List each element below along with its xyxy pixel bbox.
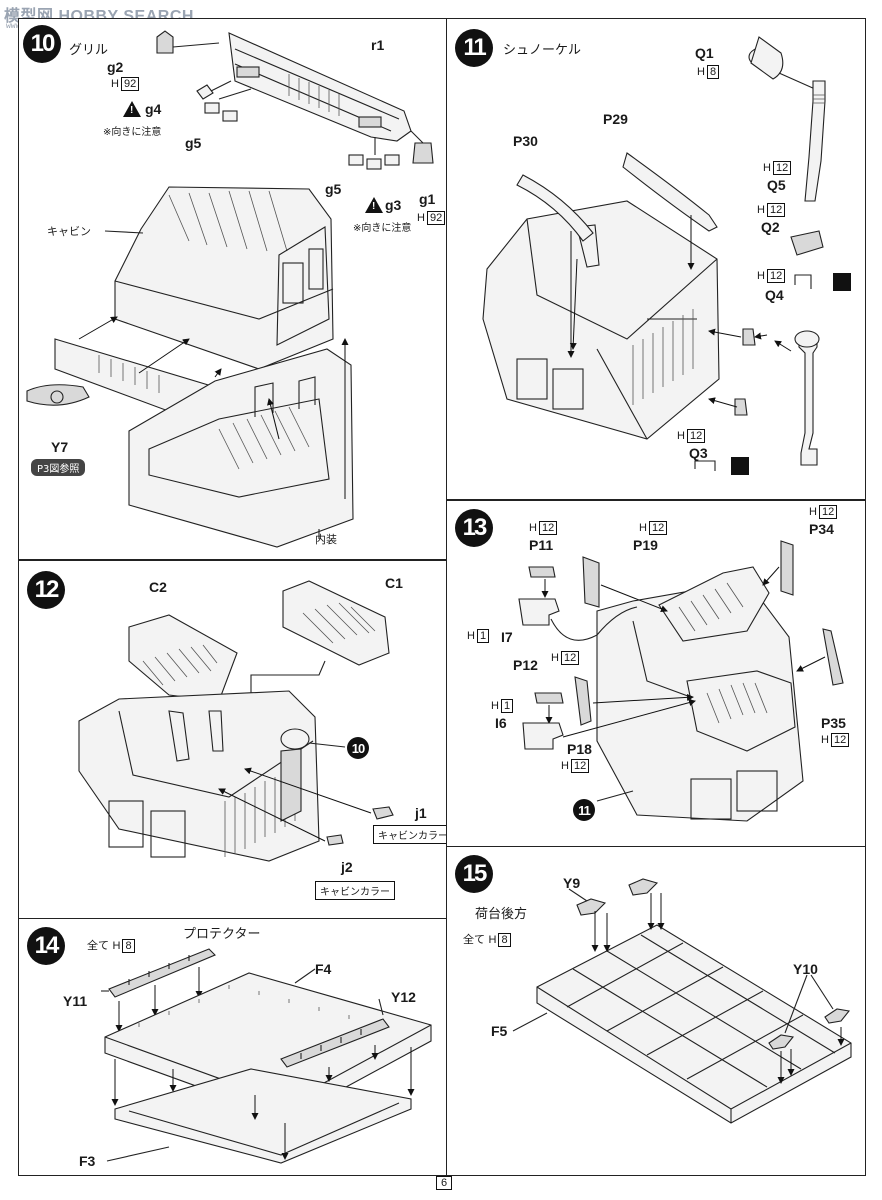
step-11-badge: 11 — [455, 29, 493, 67]
step-11-snorkel-diagram — [482, 36, 826, 471]
cement-icon-q4 — [833, 273, 851, 291]
label-q5: Q5 — [767, 177, 786, 193]
note-g3: ※向きに注意 — [353, 223, 412, 234]
label-p30: P30 — [513, 133, 538, 149]
label-g2: g2 — [107, 59, 124, 75]
label-c1: C1 — [385, 575, 403, 591]
label-j2: j2 — [341, 859, 353, 875]
label-interior: 内装 — [315, 533, 337, 546]
label-y12: Y12 — [391, 989, 416, 1005]
label-g5-upper: g5 — [185, 135, 202, 151]
label-q1: Q1 — [695, 45, 714, 61]
step-10-grille-diagram — [26, 30, 434, 548]
step-12-panel: 12 C2 C1 10 j1 キャビンカラー j2 キャビンカラー — [18, 560, 453, 920]
label-y9: Y9 — [563, 875, 581, 891]
step-15-badge: 15 — [455, 855, 493, 893]
step-10-title: グリル — [69, 43, 109, 58]
label-f3: F3 — [79, 1153, 96, 1169]
step-15-title: 荷台後方 — [475, 907, 528, 922]
step-12-badge: 12 — [27, 571, 65, 609]
label-p19: P19 — [633, 537, 658, 553]
label-f4: F4 — [315, 961, 332, 977]
label-r1: r1 — [371, 37, 385, 53]
label-p35: P35 — [821, 715, 846, 731]
warning-icon-g3: ! — [365, 197, 383, 213]
label-c2: C2 — [149, 579, 167, 595]
label-g1: g1 — [419, 191, 436, 207]
note-g4: ※向きに注意 — [103, 127, 162, 138]
label-f5: F5 — [491, 1023, 508, 1039]
label-j1: j1 — [415, 805, 427, 821]
step-11-title: シュノーケル — [503, 43, 582, 58]
cement-icon-q3 — [731, 457, 749, 475]
step-14-protector-diagram — [101, 948, 432, 1164]
label-p34: P34 — [809, 521, 834, 537]
page-number: 6 — [436, 1176, 453, 1190]
label-y11: Y11 — [63, 993, 88, 1009]
label-g3: g3 — [385, 197, 402, 213]
label-q3: Q3 — [689, 445, 708, 461]
label-i6: I6 — [495, 715, 507, 731]
label-p29: P29 — [603, 111, 628, 127]
step-15-tailgate-diagram — [512, 878, 852, 1124]
step-13-interior-diagram — [518, 540, 844, 822]
label-g5-lower: g5 — [325, 181, 342, 197]
label-g4: g4 — [145, 101, 162, 117]
warning-icon-g4: ! — [123, 101, 141, 117]
reference-p3: P3図参照 — [31, 459, 86, 476]
reference-step-11: 11 — [573, 799, 595, 821]
step-14-badge: 14 — [27, 927, 65, 965]
label-q4: Q4 — [765, 287, 784, 303]
label-p11: P11 — [529, 537, 554, 553]
step-13-badge: 13 — [455, 509, 493, 547]
color-note-j2: キャビンカラー — [315, 881, 395, 900]
label-p12: P12 — [513, 657, 538, 673]
label-cabin: キャビン — [47, 225, 91, 238]
color-note-j1: キャビンカラー — [373, 825, 453, 844]
label-y10: Y10 — [793, 961, 818, 977]
step-14-title: プロテクター — [183, 927, 261, 942]
reference-step-10: 10 — [347, 737, 369, 759]
label-q2: Q2 — [761, 219, 780, 235]
label-p18: P18 — [567, 741, 592, 757]
label-y7: Y7 — [51, 439, 69, 455]
step-12-seats-diagram — [78, 580, 394, 862]
step-10-badge: 10 — [23, 25, 61, 63]
label-i7: I7 — [501, 629, 513, 645]
